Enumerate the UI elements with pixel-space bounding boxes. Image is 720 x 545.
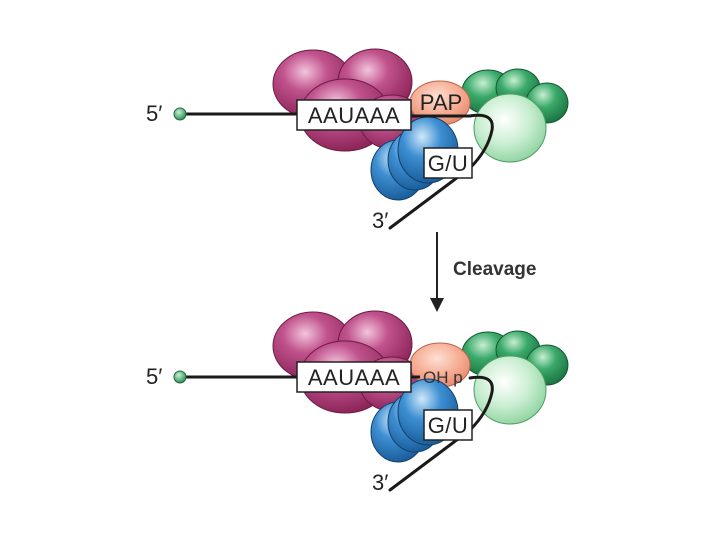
three-prime-label-bottom: 3′	[372, 470, 388, 495]
five-prime-label-bottom: 5′	[146, 364, 162, 389]
three-prime-label-top: 3′	[372, 208, 388, 233]
aauaaa-label-bottom: AAUAAA	[308, 365, 400, 390]
five-prime-label-top: 5′	[146, 101, 162, 126]
aauaaa-box-top	[296, 99, 412, 131]
gu-box-top	[423, 147, 473, 179]
light-green-subunit-top	[473, 93, 547, 163]
rna-strand-top	[182, 112, 494, 230]
bottom-complex: AAUAAA OH p G/U 5′ 3′	[146, 310, 569, 495]
cleavage-label: Cleavage	[453, 259, 536, 280]
gu-label-top: G/U	[428, 151, 469, 176]
top-complex: AAUAAA PAP G/U 5′ 3′	[146, 48, 569, 233]
cleavage-step: Cleavage	[430, 232, 536, 312]
pap-label: PAP	[420, 90, 462, 115]
aauaaa-label-top: AAUAAA	[308, 103, 400, 128]
five-prime-cap-bottom	[173, 370, 187, 384]
light-green-subunit-bottom	[473, 355, 547, 425]
five-prime-cap-top	[173, 107, 187, 121]
gu-box-bottom	[423, 409, 473, 441]
cleavage-ends-label: OH p	[423, 368, 463, 387]
aauaaa-box-bottom	[296, 361, 412, 393]
gu-label-bottom: G/U	[428, 413, 469, 438]
cleavage-arrow-head	[430, 298, 444, 312]
